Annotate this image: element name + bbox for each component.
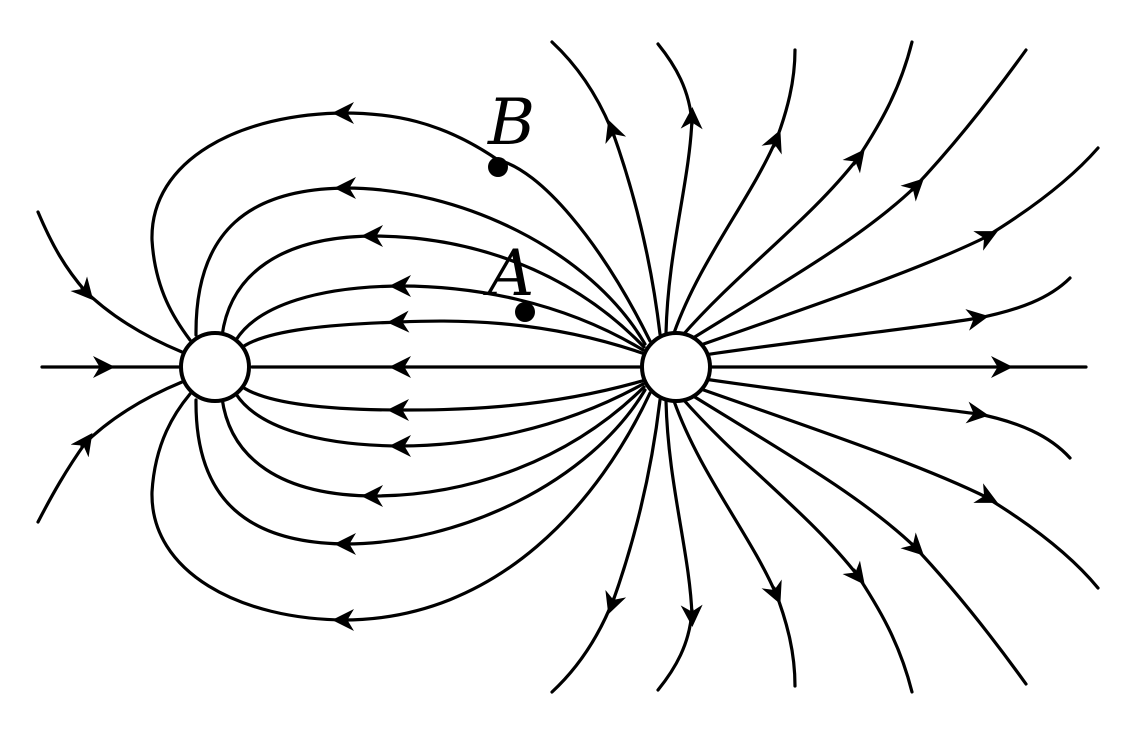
field-line-between-lower-5-tail (150, 392, 349, 622)
field-line-between-lower-1-tail (242, 386, 404, 412)
field-line-between-upper-3 (361, 225, 646, 349)
field-line-down-4-tail (852, 568, 914, 694)
field-line-between-upper-2-tail (234, 284, 406, 342)
field-line-between-lower-4 (334, 388, 647, 555)
field-line-down-1 (605, 398, 662, 615)
field-line-down-3 (672, 399, 782, 605)
left-charge (179, 331, 251, 403)
point-a-marker (515, 302, 535, 322)
field-line-down-6-tail (982, 494, 1100, 590)
field-line-down-3-tail (772, 586, 797, 688)
field-line-between-lower-2 (389, 382, 645, 457)
field-line-between-lower-2-tail (234, 392, 406, 448)
field-line-down-2-tail (656, 608, 694, 692)
field-line-down-7-tail (972, 411, 1072, 460)
field-line-down-4 (680, 396, 865, 585)
field-line-between-upper-1 (387, 310, 644, 355)
field-line-between-upper-2 (389, 275, 645, 352)
field-line-between-upper-4-tail (194, 186, 351, 337)
field-line-up-1-tail (550, 40, 616, 138)
field-line-down-7 (702, 377, 989, 424)
field-line-left-upper-tail (80, 286, 184, 354)
field-line-up-1 (605, 119, 662, 336)
field-line-left-lower (36, 433, 93, 524)
field-line-up-7 (702, 309, 989, 357)
field-line-up-2 (664, 107, 703, 335)
field-line-between-upper-1-tail (242, 320, 404, 348)
field-line-down-5 (688, 392, 924, 556)
point-a-label: A (483, 237, 534, 311)
point-b-marker (488, 157, 508, 177)
field-line-up-4-tail (852, 40, 914, 166)
field-line-between-upper-3-tail (220, 234, 378, 338)
field-line-down-1-tail (550, 596, 616, 694)
field-line-between-lower-3-tail (220, 396, 378, 498)
field-line-between-lower-3 (361, 385, 646, 507)
field-line-between-lower-5 (332, 391, 652, 631)
field-line-up-3 (672, 129, 782, 335)
right-charge (640, 331, 712, 403)
field-line-left-lower-tail (80, 380, 184, 448)
field-line-between-upper-4 (334, 177, 647, 346)
field-line-up-4 (680, 149, 865, 338)
field-line-up-2-tail (656, 42, 694, 126)
field-line-up-7-tail (972, 276, 1072, 321)
point-b-label: B (487, 86, 535, 160)
field-line-up-5-tail (910, 48, 1028, 192)
field-line-up-6-tail (982, 146, 1100, 240)
field-line-through-b-tail (150, 111, 349, 342)
field-line-up-3-tail (772, 48, 797, 148)
field-line-down-6 (696, 386, 998, 503)
field-line-between-lower-4-tail (194, 398, 351, 546)
field-line-up-5 (688, 178, 924, 342)
field-line-left-upper (36, 210, 94, 301)
field-line-down-5-tail (910, 542, 1028, 686)
field-line-down-2 (664, 399, 703, 627)
field-line-up-6 (696, 231, 998, 348)
field-line-between-lower-1 (387, 379, 644, 421)
